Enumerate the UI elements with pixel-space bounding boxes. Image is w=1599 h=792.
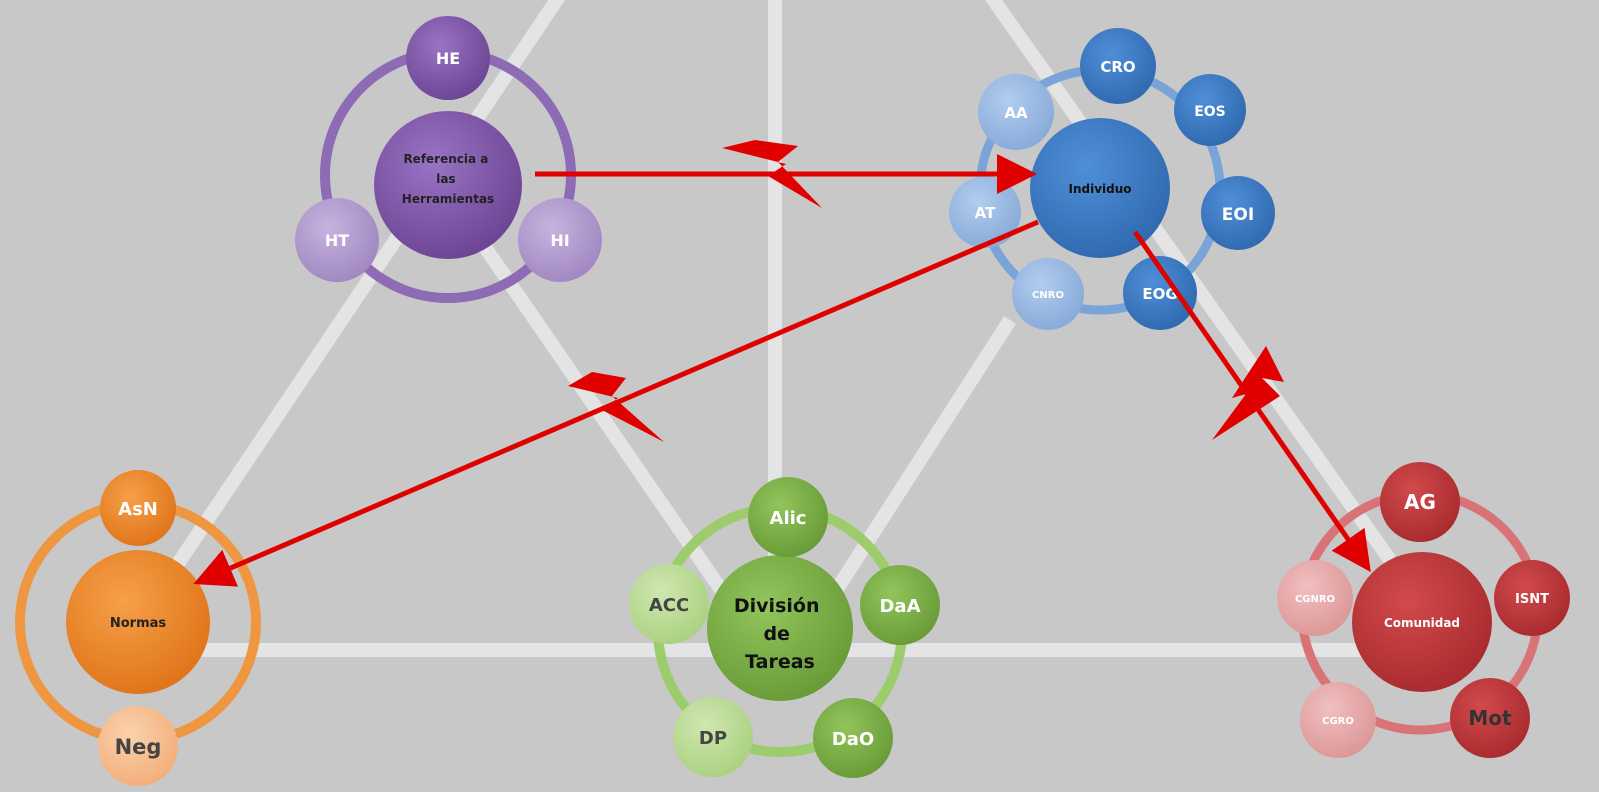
satellite-isnt: [1494, 560, 1570, 636]
lightning-bolt-icon: [1212, 346, 1284, 440]
satellite-ht-label: HT: [325, 231, 349, 250]
satellite-isnt-label: ISNT: [1515, 592, 1549, 607]
satellite-cnro: [1012, 258, 1084, 330]
satellite-neg: [98, 706, 178, 786]
lightning-bolt-icon: [568, 372, 664, 442]
center-division-label: División de Tareas: [734, 595, 826, 673]
satellite-asn-label: AsN: [118, 499, 158, 520]
satellite-dp-label: DP: [699, 728, 727, 749]
satellite-dp: [673, 697, 753, 777]
satellite-eos: [1174, 74, 1246, 146]
node-group-division: División de Tareas Alic ACC DaA DP DaO: [629, 477, 940, 778]
satellite-alic-label: Alic: [770, 508, 807, 529]
node-group-individuo: Individuo CRO AA EOS AT EOI CNRO EOG: [949, 28, 1275, 330]
center-normas-label: Normas: [110, 616, 167, 631]
center-herramientas-line-2: las: [436, 172, 455, 186]
satellite-eog: [1123, 256, 1197, 330]
structure-line-left-outer: [114, 0, 566, 654]
center-herramientas-line-3: Herramientas: [402, 192, 494, 206]
node-group-comunidad: Comunidad AG CGNRO ISNT CGRO Mot: [1277, 462, 1570, 758]
satellite-cgnro-label: CGNRO: [1295, 594, 1335, 605]
satellite-eog-label: EOG: [1142, 285, 1177, 303]
center-division-line-2: de: [763, 623, 790, 645]
satellite-cro: [1080, 28, 1156, 104]
center-herramientas-line-1: Referencia a: [403, 152, 488, 166]
node-group-herramientas: Referencia a las Herramientas HE HT HI: [295, 16, 602, 303]
satellite-mot: [1450, 678, 1530, 758]
center-comunidad-label: Comunidad: [1384, 616, 1460, 630]
satellite-hi-label: HI: [550, 231, 569, 250]
satellite-cgro: [1300, 682, 1376, 758]
satellite-cro-label: CRO: [1100, 58, 1135, 76]
satellite-daa: [860, 565, 940, 645]
satellite-ht: [295, 198, 379, 282]
center-individuo-label: Individuo: [1068, 182, 1131, 196]
satellite-dao: [813, 698, 893, 778]
satellite-neg-label: Neg: [115, 735, 162, 759]
center-division-line-1: División: [734, 595, 820, 617]
tension-arrows: [193, 140, 1371, 587]
satellite-asn: [100, 470, 176, 546]
satellite-acc-label: ACC: [649, 595, 689, 616]
center-division: [707, 555, 853, 701]
satellite-he: [406, 16, 490, 100]
satellite-he-label: HE: [436, 49, 460, 68]
satellite-alic: [748, 477, 828, 557]
satellite-aa: [978, 74, 1054, 150]
center-division-line-3: Tareas: [745, 651, 815, 673]
satellite-cgro-label: CGRO: [1322, 716, 1354, 727]
structure-line-mid-left: [474, 236, 741, 614]
satellite-eoi-label: EOI: [1222, 205, 1254, 225]
satellite-eoi: [1201, 176, 1275, 250]
satellite-at-label: AT: [975, 204, 996, 222]
lightning-bolt-icon: [722, 140, 822, 208]
satellite-dao-label: DaO: [832, 729, 874, 750]
satellite-cgnro: [1277, 560, 1353, 636]
satellite-hi: [518, 198, 602, 282]
center-individuo: [1030, 118, 1170, 258]
satellite-cnro-label: CNRO: [1032, 290, 1064, 301]
center-comunidad: [1352, 552, 1492, 692]
center-herramientas-label: Referencia a las Herramientas: [402, 152, 494, 206]
satellite-aa-label: AA: [1004, 104, 1028, 122]
satellite-at: [949, 176, 1021, 248]
structure-line-mid-right: [824, 316, 1016, 604]
satellite-daa-label: DaA: [879, 596, 920, 617]
satellite-eos-label: EOS: [1194, 104, 1226, 120]
center-herramientas: [374, 111, 522, 259]
satellite-ag-label: AG: [1404, 490, 1436, 514]
satellite-ag: [1380, 462, 1460, 542]
satellite-mot-label: Mot: [1468, 706, 1512, 730]
node-group-normas: Normas AsN Neg: [15, 470, 261, 786]
center-normas: [66, 550, 210, 694]
satellite-acc: [629, 564, 709, 644]
